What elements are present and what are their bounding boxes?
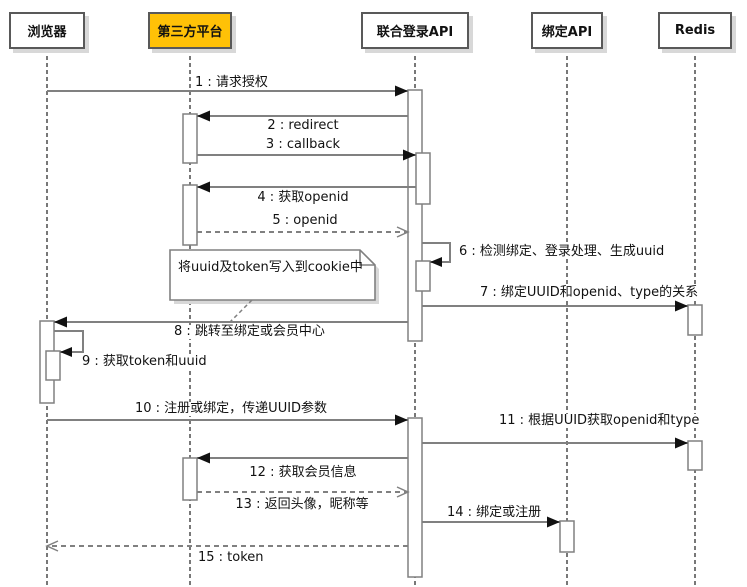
activation-bar-browser [45,350,61,381]
activation-bar-union-login-api [415,152,431,205]
message-9-label: 9 : 获取token和uuid [80,354,209,369]
message-4-arrowhead [197,181,210,193]
actor-browser: 浏览器 [9,12,85,49]
actor-bind-api: 绑定API [531,12,603,49]
message-5-arrowhead [396,226,410,238]
message-6-line [422,242,451,263]
activation-bar-third-party-platform [182,113,198,164]
message-10-arrowhead [395,414,408,426]
message-4-label: 4 : 获取openid [255,190,351,205]
message-8-arrowhead [54,316,67,328]
message-3-label: 3 : callback [263,137,343,152]
message-15-arrowhead [45,540,59,552]
message-10-label: 10 : 注册或绑定，传递UUID参数 [133,401,330,416]
message-11-label: 11 : 根据UUID获取openid和type [497,413,702,428]
actor-third-party-platform: 第三方平台 [148,12,232,49]
message-6-arrowhead [430,257,442,267]
message-2-label: 2 : redirect [265,118,341,133]
activation-bar-union-login-api [407,417,423,578]
activation-bar-third-party-platform [182,184,198,246]
message-13-arrowhead [396,486,410,498]
activation-bar-union-login-api [415,260,431,292]
message-9-arrowhead [60,347,72,357]
message-7-arrowhead [675,300,688,312]
message-11-arrowhead [675,437,688,449]
message-12-arrowhead [197,452,210,464]
message-5-label: 5 : openid [270,213,340,228]
note-shape [169,249,376,301]
activation-bar-union-login-api [407,89,423,342]
note-text: 将uuid及token写入到cookie中 [178,260,363,275]
message-1-label: 1 : 请求授权 [193,75,270,90]
message-14-label: 14 : 绑定或注册 [445,505,544,520]
note-fold [359,250,375,266]
actor-union-login-api: 联合登录API [361,12,469,49]
message-12-label: 12 : 获取会员信息 [247,465,359,480]
message-13-label: 13 : 返回头像，昵称等 [233,497,371,512]
message-3-arrowhead [403,149,416,161]
activation-bar-redis [687,304,703,336]
message-2-arrowhead [197,110,210,122]
activation-bar-third-party-platform [182,457,198,501]
message-8-label: 8 : 跳转至绑定或会员中心 [172,324,327,339]
message-1-arrowhead [395,85,408,97]
message-14-arrowhead [547,516,560,528]
activation-bar-redis [687,440,703,471]
actor-redis: Redis [658,12,732,49]
message-7-label: 7 : 绑定UUID和openid、type的关系 [478,285,701,300]
note-anchor-line [229,299,253,323]
activation-bar-bind-api [559,520,575,553]
message-15-label: 15 : token [196,550,266,565]
message-6-label: 6 : 检测绑定、登录处理、生成uuid [457,244,667,259]
